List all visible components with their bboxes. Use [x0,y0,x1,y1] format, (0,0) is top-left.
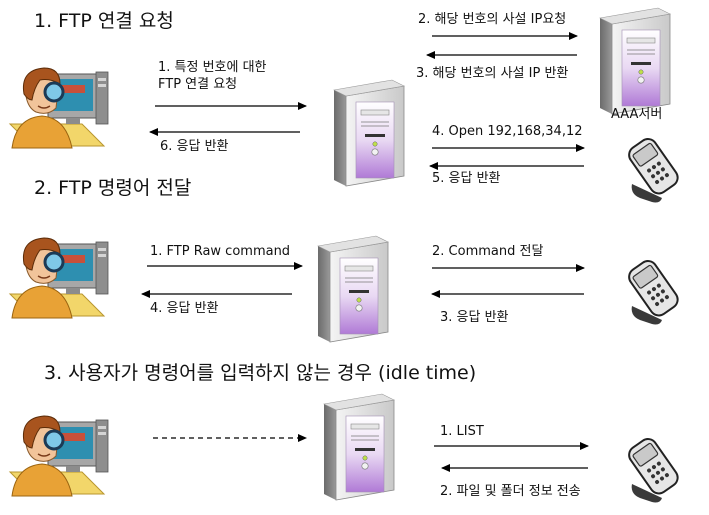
label-aaa-query: 2. 해당 번호의 사설 IP요청 [418,12,567,27]
label-raw-command: 1. FTP Raw command [150,244,291,259]
section-1-title: 1. FTP 연결 요청 [34,10,174,32]
user-at-computer-icon [8,66,110,150]
label-phone-reply: 5. 응답 반환 [432,171,501,186]
ftp-server-icon [317,235,389,343]
ftp-server-icon [323,393,395,501]
label-command-forward: 2. Command 전달 [432,244,544,259]
label-list: 1. LIST [440,424,484,439]
label-response-to-client: 6. 응답 반환 [160,139,229,154]
aaa-server-icon [599,7,671,115]
user-at-computer-icon [8,414,110,498]
label-open-ip: 4. Open 192,168,34,12 [432,124,583,139]
mobile-phone-icon [624,256,683,326]
label-aaa-server: AAA서버 [611,107,663,122]
label-client-reply: 4. 응답 반환 [150,301,219,316]
section-2-title: 2. FTP 명령어 전달 [34,177,192,199]
user-at-computer-icon [8,236,110,320]
mobile-phone-icon [624,134,683,204]
ftp-server-icon [333,79,405,187]
label-transfer: 2. 파일 및 폴더 정보 전송 [440,484,581,499]
section-3-title: 3. 사용자가 명령어를 입력하지 않는 경우 (idle time) [44,362,477,384]
label-request-line2: FTP 연결 요청 [158,77,238,92]
label-phone-reply-2: 3. 응답 반환 [440,310,509,325]
label-aaa-reply: 3. 해당 번호의 사설 IP 반환 [416,66,569,81]
label-request-line1: 1. 특정 번호에 대한 [158,60,267,75]
mobile-phone-icon [624,434,683,504]
